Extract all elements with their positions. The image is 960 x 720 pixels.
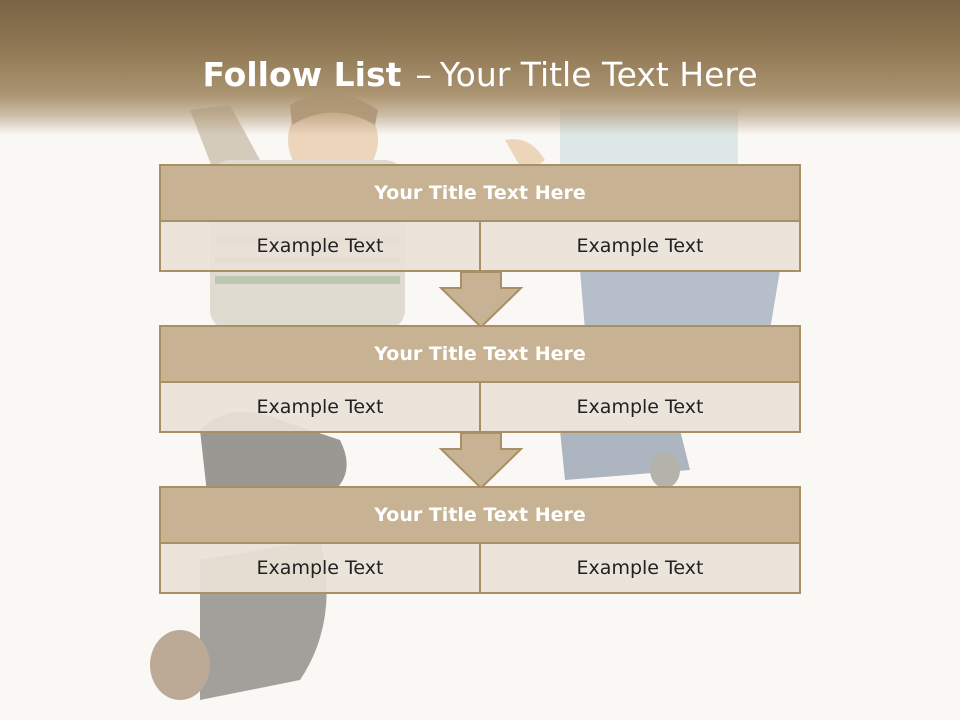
block-row: Example Text Example Text — [159, 383, 801, 433]
list-block-2: Your Title Text Here Example Text Exampl… — [159, 325, 801, 433]
block-row: Example Text Example Text — [159, 544, 801, 594]
page-title: Follow List–Your Title Text Here — [0, 52, 960, 98]
down-arrow-icon — [438, 432, 524, 490]
list-block-3: Your Title Text Here Example Text Exampl… — [159, 486, 801, 594]
title-separator: – — [415, 55, 432, 94]
block-cell-left: Example Text — [161, 383, 479, 431]
block-title: Your Title Text Here — [159, 164, 801, 222]
title-subtitle-text: Your Title Text Here — [439, 55, 758, 94]
block-title: Your Title Text Here — [159, 325, 801, 383]
title-bold-text: Follow List — [202, 55, 402, 94]
block-cell-right: Example Text — [479, 544, 799, 592]
block-cell-left: Example Text — [161, 544, 479, 592]
block-cell-right: Example Text — [479, 222, 799, 270]
block-row: Example Text Example Text — [159, 222, 801, 272]
header-band — [0, 0, 960, 135]
list-block-1: Your Title Text Here Example Text Exampl… — [159, 164, 801, 272]
block-title: Your Title Text Here — [159, 486, 801, 544]
block-cell-right: Example Text — [479, 383, 799, 431]
block-cell-left: Example Text — [161, 222, 479, 270]
down-arrow-icon — [438, 271, 524, 329]
